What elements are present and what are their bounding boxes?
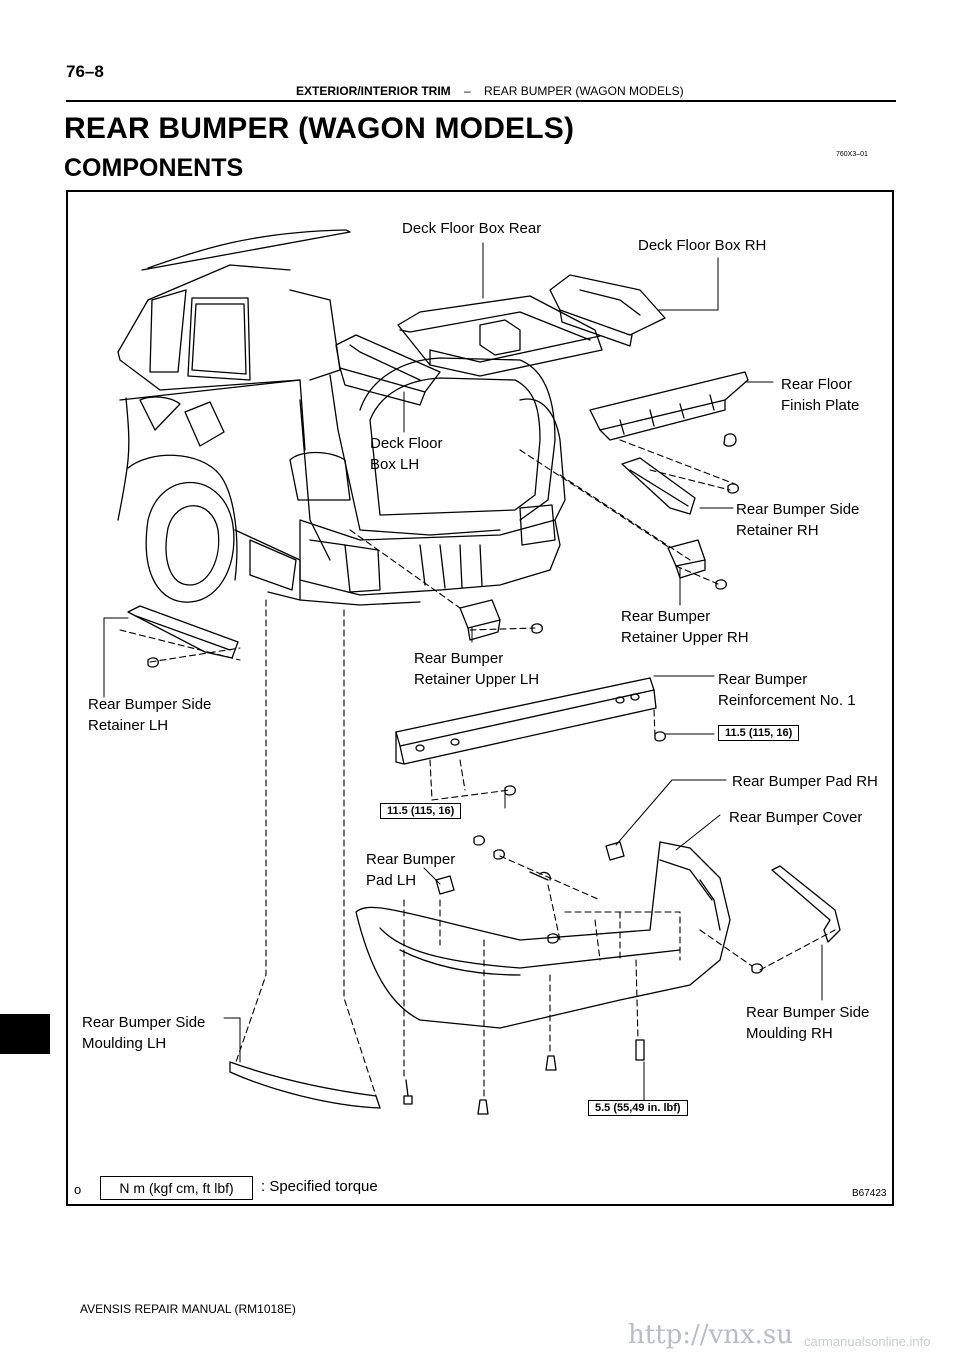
subsection-title: REAR BUMPER (WAGON MODELS)	[484, 84, 684, 98]
label-deck-floor-box-rear: Deck Floor Box Rear	[402, 220, 542, 237]
side-retainer-lh-illustration	[127, 605, 239, 668]
legend-text: : Specified torque	[261, 1178, 378, 1195]
figure-code: B67423	[852, 1188, 887, 1199]
watermark-link[interactable]: http://vnx.su	[628, 1320, 794, 1350]
bumper-cover-illustration	[355, 835, 763, 1029]
label-rear-bumper-retainer-upper-rh: Rear Bumper Retainer Upper RH	[621, 608, 749, 646]
assembly-dashed-lines	[119, 439, 836, 1101]
label-rear-bumper-pad-rh: Rear Bumper Pad RH	[732, 773, 878, 790]
diagram-frame	[66, 190, 894, 1206]
document-code: 760X3–01	[836, 151, 868, 158]
torque-spec-reinforcement-rh: 11.5 (115, 16)	[718, 725, 800, 741]
torque-spec-cover-bolt: 5.5 (55,49 in. lbf)	[588, 1100, 688, 1116]
label-rear-bumper-side-retainer-rh: Rear Bumper Side Retainer RH	[736, 501, 860, 539]
label-rear-bumper-side-moulding-lh: Rear Bumper Side Moulding LH	[82, 1014, 206, 1052]
section-tab-marker	[0, 1014, 50, 1054]
legend-unit-box: N m (kgf cm, ft lbf)	[100, 1176, 253, 1200]
retainer-upper-illustrations	[459, 539, 727, 641]
label-rear-bumper-side-moulding-rh: Rear Bumper Side Moulding RH	[746, 1004, 870, 1042]
torque-spec-reinforcement-lh: 11.5 (115, 16)	[380, 803, 462, 819]
label-deck-floor-box-lh: Deck Floor Box LH	[370, 435, 443, 473]
legend-marker: o	[74, 1182, 82, 1197]
reinforcement-illustration	[395, 677, 666, 796]
page-footer: AVENSIS REPAIR MANUAL (RM1018E)	[80, 1302, 296, 1316]
label-deck-floor-box-rh: Deck Floor Box RH	[638, 237, 767, 254]
rear-floor-finish-plate-illustration	[589, 371, 749, 447]
label-rear-floor-finish-plate: Rear Floor Finish Plate	[781, 376, 860, 414]
label-rear-bumper-reinforcement: Rear Bumper Reinforcement No. 1	[718, 671, 856, 709]
label-rear-bumper-cover: Rear Bumper Cover	[729, 809, 863, 826]
watermark-site: carmanualsonline.info	[804, 1334, 931, 1349]
label-rear-bumper-side-retainer-lh: Rear Bumper Side Retainer LH	[88, 696, 212, 734]
label-rear-bumper-pad-lh: Rear Bumper Pad LH	[366, 851, 456, 889]
page-number: 76–8	[66, 62, 104, 81]
section-title: EXTERIOR/INTERIOR TRIM	[296, 84, 451, 98]
side-moulding-illustrations	[229, 865, 841, 1115]
label-rear-bumper-retainer-upper-lh: Rear Bumper Retainer Upper LH	[414, 650, 540, 688]
page-title: REAR BUMPER (WAGON MODELS)	[64, 112, 575, 145]
header-separator: –	[464, 84, 471, 98]
page-subtitle: COMPONENTS	[64, 154, 244, 182]
leader-lines	[103, 242, 823, 1101]
side-retainer-rh-illustration	[621, 457, 739, 515]
deck-floor-box-illustrations	[335, 274, 666, 406]
header-rule	[66, 100, 896, 102]
running-header: EXTERIOR/INTERIOR TRIM – REAR BUMPER (WA…	[296, 84, 684, 98]
vehicle-body-illustration	[117, 229, 566, 606]
